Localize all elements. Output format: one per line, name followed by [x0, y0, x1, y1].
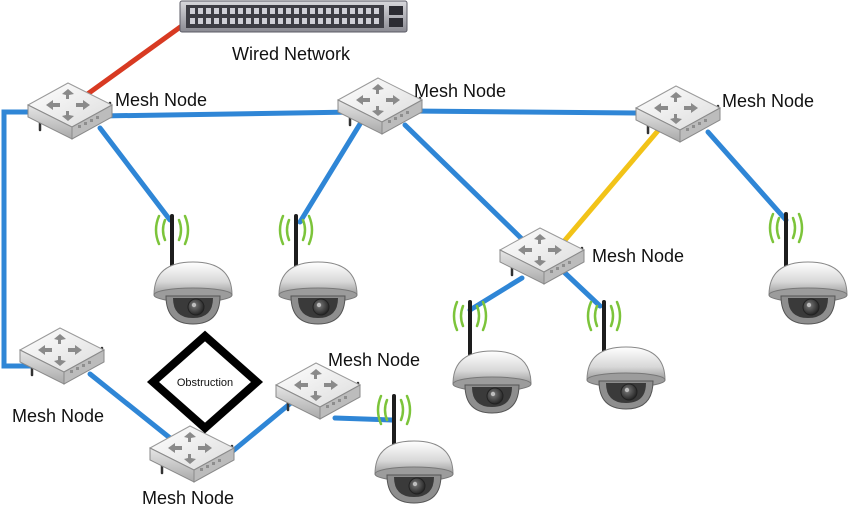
antenna-icon [452, 300, 488, 356]
dome-camera-icon [153, 261, 233, 325]
obstruction-marker: Obstruction [146, 330, 264, 434]
antenna-icon [586, 300, 622, 356]
antenna-icon [154, 214, 190, 270]
antenna-icon [278, 214, 314, 270]
weak-wireless-link [557, 123, 665, 249]
mesh-node-label: Mesh Node [12, 406, 104, 426]
dome-camera-icon [768, 261, 848, 325]
obstruction-label: Obstruction [177, 377, 233, 389]
mesh-node-label: Mesh Node [142, 488, 234, 508]
mesh-node-label: Mesh Node [592, 246, 684, 266]
wireless-links [1, 108, 789, 458]
wired-link [79, 17, 193, 101]
dome-camera-icon [586, 346, 666, 410]
mesh-node-label: Mesh Node [722, 91, 814, 111]
wired-network-label: Wired Network [232, 44, 351, 64]
mesh-node-label: Mesh Node [328, 350, 420, 370]
mesh-router-icon [336, 76, 424, 136]
mesh-node-label: Mesh Node [115, 90, 207, 110]
dome-camera-icon [452, 350, 532, 414]
dome-camera-icon [278, 261, 358, 325]
mesh-node-label: Mesh Node [414, 81, 506, 101]
dome-camera-icon [374, 440, 454, 504]
network-switch-icon [179, 0, 408, 33]
mesh-router-icon [274, 361, 362, 421]
antenna-icon [768, 212, 804, 268]
